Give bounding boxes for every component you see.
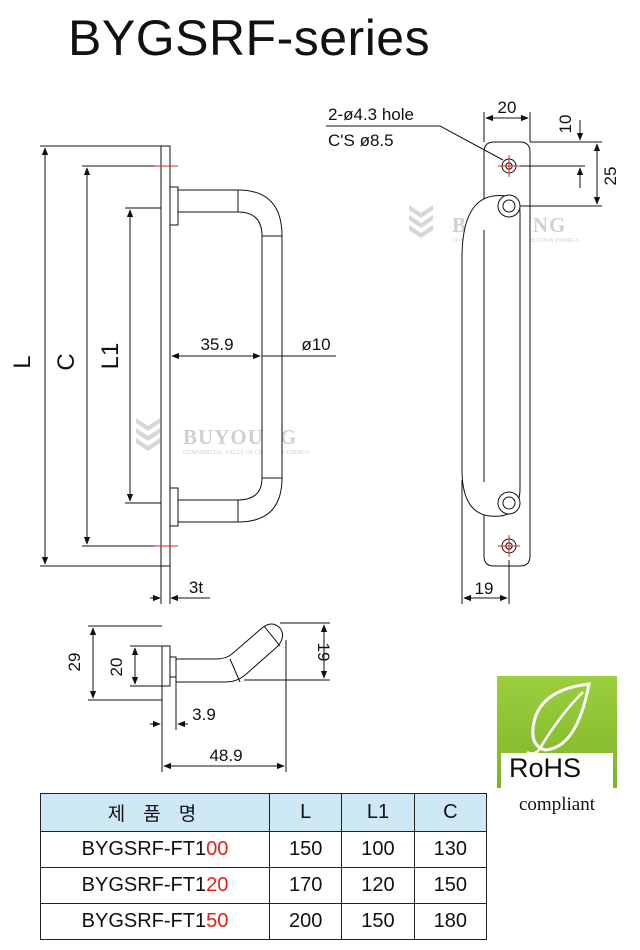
model-prefix: BYGSRF-FT1 bbox=[81, 838, 207, 860]
cell-L1: 120 bbox=[341, 867, 415, 904]
dim-height-outer: 29 bbox=[65, 653, 84, 672]
top-view bbox=[88, 622, 330, 772]
dim-depth: 48.9 bbox=[209, 746, 242, 765]
dim-label-C: C bbox=[53, 353, 80, 370]
rohs-caption: compliant bbox=[519, 794, 595, 815]
rohs-label-plate: RoHS bbox=[501, 753, 613, 788]
cell-L: 200 bbox=[268, 903, 343, 940]
cell-C: 150 bbox=[413, 867, 488, 904]
model-prefix: BYGSRF-FT1 bbox=[81, 874, 207, 896]
model-suffix: 00 bbox=[206, 838, 229, 860]
dim-height-inner: 20 bbox=[107, 658, 126, 677]
page-title: BYGSRF-series bbox=[68, 10, 431, 66]
cell-L1: 100 bbox=[341, 831, 415, 868]
cell-L: 150 bbox=[268, 831, 343, 868]
dim-label-L1: L1 bbox=[97, 343, 124, 370]
watermark-slogan: COMMERCIAL VALUE OF CREATION ENERGY bbox=[183, 450, 311, 456]
table-row: BYGSRF-FT100 150 100 130 bbox=[40, 831, 488, 868]
column-header-C: C bbox=[413, 793, 488, 832]
table-header-row: 제 품 명 L L1 C bbox=[40, 793, 488, 832]
column-header-model: 제 품 명 bbox=[40, 793, 270, 832]
dim-width: 20 bbox=[498, 98, 517, 117]
rohs-green-box: RoHS bbox=[497, 676, 617, 788]
hole-note-line2: C'S ø8.5 bbox=[328, 131, 394, 150]
cell-C: 130 bbox=[413, 831, 488, 868]
rohs-badge: RoHS compliant bbox=[497, 676, 617, 818]
cell-C: 180 bbox=[413, 903, 488, 940]
model-cell: BYGSRF-FT120 bbox=[40, 867, 270, 904]
dim-diameter: ø10 bbox=[301, 335, 330, 354]
column-header-L1: L1 bbox=[341, 793, 415, 832]
hole-note-line1: 2-ø4.3 hole bbox=[328, 105, 414, 124]
spec-table: 제 품 명 L L1 C BYGSRF-FT100 150 100 130 BY… bbox=[40, 793, 488, 940]
front-view bbox=[40, 145, 336, 604]
dim-edge: 10 bbox=[556, 115, 575, 134]
model-cell: BYGSRF-FT150 bbox=[40, 903, 270, 940]
cell-L: 170 bbox=[268, 867, 343, 904]
side-view bbox=[326, 112, 602, 604]
model-prefix: BYGSRF-FT1 bbox=[81, 910, 207, 932]
dim-label-L: L bbox=[9, 355, 36, 368]
table-row: BYGSRF-FT120 170 120 150 bbox=[40, 867, 488, 904]
dim-offset: 35.9 bbox=[200, 335, 233, 354]
dim-top-base: 3.9 bbox=[192, 705, 216, 724]
dim-thickness: 3t bbox=[189, 578, 203, 597]
dim-side-base: 19 bbox=[475, 579, 494, 598]
dim-rise: 19 bbox=[314, 643, 333, 662]
technical-drawing: BUYOUNG COMMERCIAL VALUE OF CREATION ENE… bbox=[9, 98, 620, 772]
table-row: BYGSRF-FT150 200 150 180 bbox=[40, 903, 488, 940]
model-cell: BYGSRF-FT100 bbox=[40, 831, 270, 868]
cell-L1: 150 bbox=[341, 903, 415, 940]
model-suffix: 50 bbox=[206, 910, 229, 932]
model-suffix: 20 bbox=[206, 874, 229, 896]
column-header-L: L bbox=[268, 793, 343, 832]
rohs-label: RoHS bbox=[509, 753, 582, 783]
dim-pitch: 25 bbox=[601, 167, 620, 186]
